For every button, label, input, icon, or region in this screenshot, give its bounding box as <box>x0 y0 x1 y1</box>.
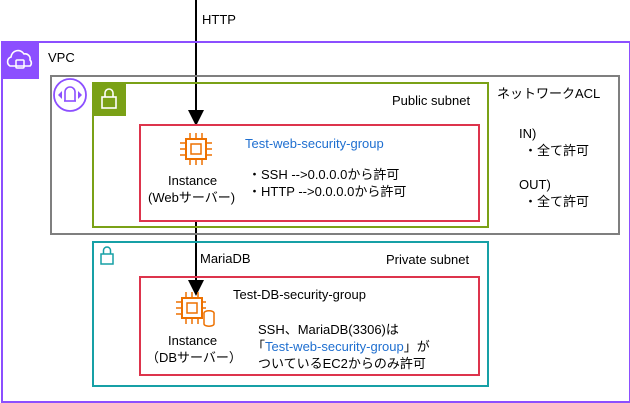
lock-icon <box>92 82 126 116</box>
db-sg-rule-line1: SSH、MariaDB(3306)は <box>258 322 399 337</box>
vpc-cloud-icon <box>1 41 39 79</box>
ec2-chip-icon <box>178 131 214 167</box>
db-sg-rule-ref: Test-web-security-group <box>265 339 404 354</box>
db-sg-rule-close: 」が <box>403 339 430 354</box>
lock-icon <box>92 241 122 271</box>
vpc-label: VPC <box>48 50 75 65</box>
web-sg-rule-ssh: ・SSH -->0.0.0.0から許可 <box>248 167 400 182</box>
private-subnet-label: Private subnet <box>386 252 470 267</box>
public-subnet-container <box>92 82 489 228</box>
db-security-group-name: Test-DB-security-group <box>233 287 366 302</box>
db-instance-label: Instance <box>168 333 218 348</box>
mariadb-label: MariaDB <box>200 251 251 266</box>
acl-out-title: OUT) <box>519 177 551 192</box>
acl-in-title: IN) <box>519 126 537 141</box>
web-instance-label: Instance <box>168 173 218 188</box>
db-security-group-container <box>139 276 480 376</box>
web-sg-rule-http: ・HTTP -->0.0.0.0から許可 <box>248 184 407 199</box>
network-acl-label: ネットワークACL <box>497 86 601 101</box>
db-sg-rule-open: 「 <box>252 339 266 354</box>
web-security-group-name: Test-web-security-group <box>245 136 384 151</box>
http-label: HTTP <box>202 12 236 27</box>
public-subnet-label: Public subnet <box>392 93 471 108</box>
acl-in-rule: ・全て許可 <box>524 143 590 158</box>
acl-out-rule: ・全て許可 <box>524 194 590 209</box>
network-acl-icon <box>50 75 90 115</box>
db-sg-rule-line2: 「Test-web-security-group」が <box>252 339 430 355</box>
ec2-db-chip-icon <box>176 292 216 332</box>
db-instance-sublabel: （DBサーバー） <box>146 350 242 365</box>
db-sg-rule-line3: ついているEC2からのみ許可 <box>258 356 426 371</box>
web-instance-sublabel: (Webサーバー) <box>148 190 236 205</box>
private-subnet-container <box>92 241 489 387</box>
network-acl-container <box>50 75 620 235</box>
web-security-group-container <box>139 124 480 222</box>
